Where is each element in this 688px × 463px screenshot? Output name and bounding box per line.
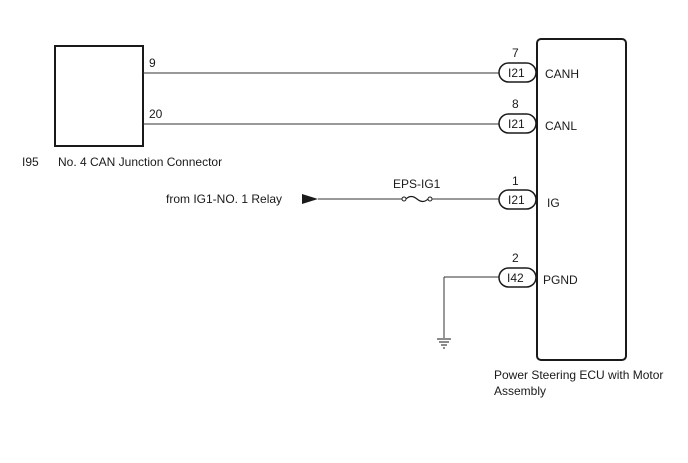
terminal-pin-number: 1: [512, 174, 519, 188]
terminal-pin-number: 7: [512, 46, 519, 60]
ecu-name-line1: Power Steering ECU with Motor: [494, 368, 663, 382]
ground-icon: [437, 338, 451, 349]
ecu-box: [536, 38, 627, 361]
signal-label-canl: CANL: [545, 119, 577, 133]
arrow-right-icon: [302, 194, 318, 204]
junction-pin-9-label: 9: [149, 56, 156, 70]
terminal-connector-code: I42: [507, 271, 524, 285]
junction-connector-id: I95: [22, 155, 39, 169]
ecu-name-line2: Assembly: [494, 384, 546, 398]
signal-label-ig: IG: [547, 196, 560, 210]
ecu-terminal-canl: 8 I21: [498, 97, 537, 134]
source-label: from IG1-NO. 1 Relay: [166, 192, 282, 206]
ecu-terminal-canh: 7 I21: [498, 46, 537, 83]
signal-label-canh: CANH: [545, 67, 579, 81]
junction-connector-box: [54, 45, 144, 147]
terminal-pin-number: 2: [512, 251, 519, 265]
fuse-label: EPS-IG1: [393, 177, 441, 191]
terminal-connector-code: I21: [508, 193, 525, 207]
terminal-pin-number: 8: [512, 97, 519, 111]
junction-connector-name: No. 4 CAN Junction Connector: [58, 155, 222, 169]
ecu-terminal-pgnd: 2 I42: [498, 251, 537, 288]
terminal-connector-code: I21: [508, 117, 525, 131]
ecu-terminal-ig: 1 I21: [498, 174, 537, 210]
fuse-icon: [401, 195, 433, 203]
signal-label-pgnd: PGND: [543, 273, 578, 287]
terminal-connector-code: I21: [508, 66, 525, 80]
junction-pin-20-label: 20: [149, 107, 163, 121]
